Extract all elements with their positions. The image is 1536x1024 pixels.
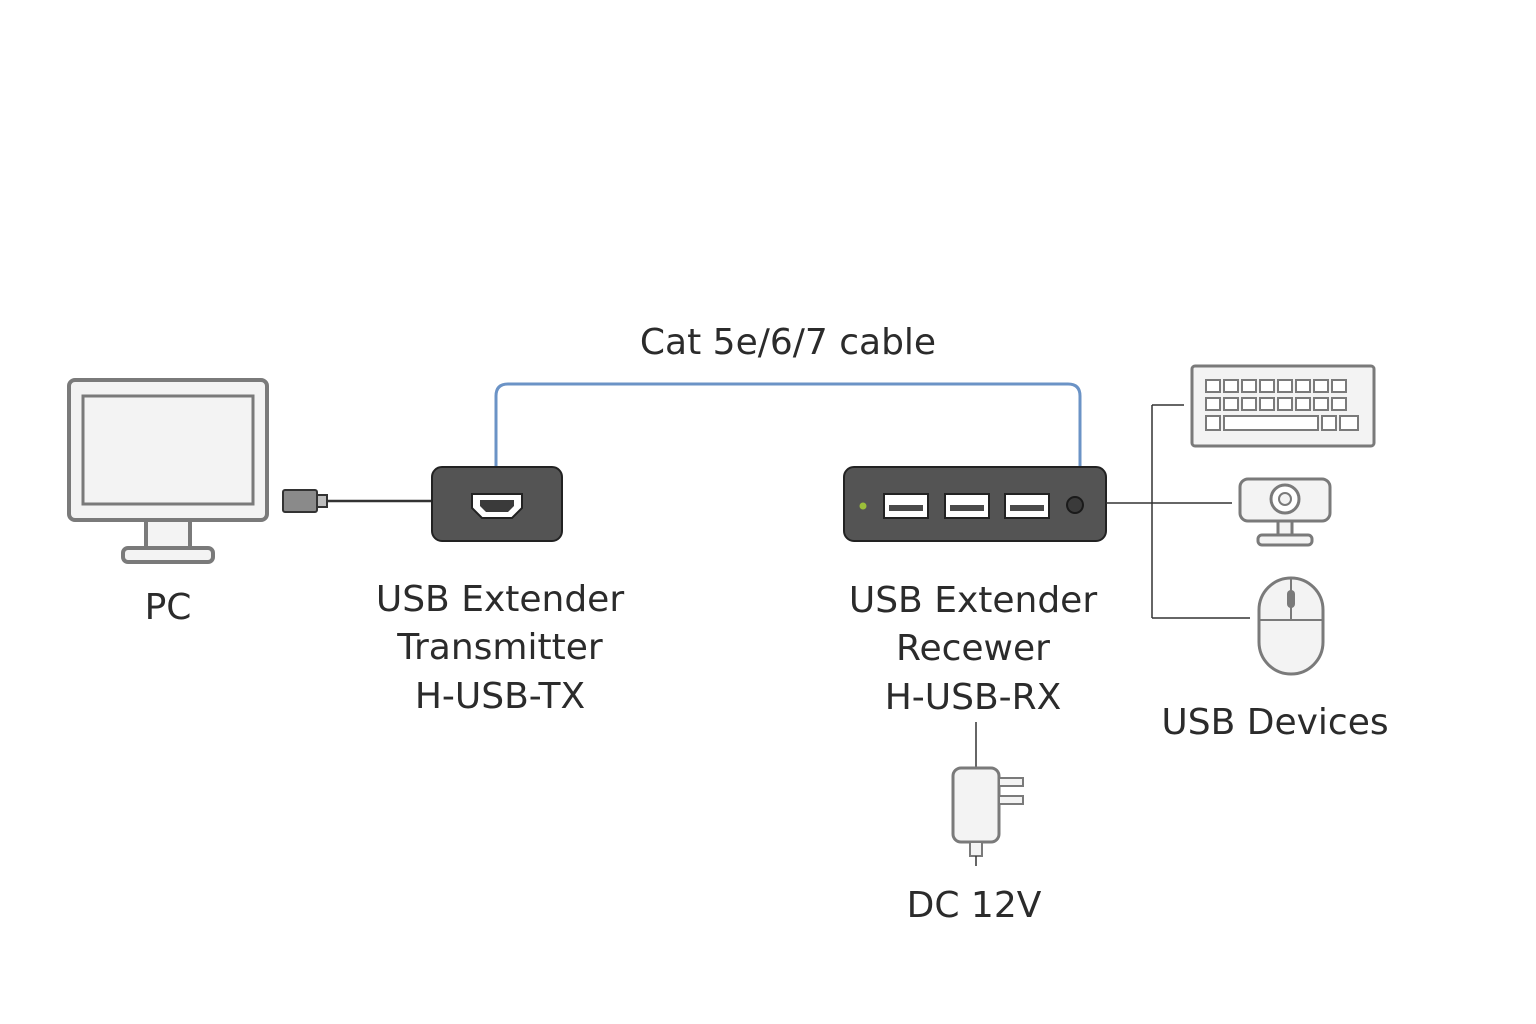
tx-label-line2: Transmitter — [396, 627, 603, 668]
mouse-icon — [1257, 576, 1325, 676]
usb-plug-icon — [282, 489, 328, 513]
usb-port-icon — [883, 493, 929, 519]
usb-port-icon — [1004, 493, 1050, 519]
cable-label: Cat 5e/6/7 cable — [640, 322, 936, 363]
rx-device — [843, 466, 1107, 542]
rx-label-line2: Recewer — [896, 628, 1050, 669]
tx-label-line1: USB Extender — [376, 579, 624, 620]
monitor-icon — [67, 378, 269, 564]
keyboard-icon — [1190, 364, 1376, 448]
tx-label-line3: H-USB-TX — [415, 676, 585, 717]
power-label: DC 12V — [907, 885, 1042, 926]
hdmi-port-icon — [471, 493, 523, 519]
pc-label: PC — [145, 587, 192, 628]
webcam-icon — [1238, 477, 1332, 547]
rx-label-line3: H-USB-RX — [885, 677, 1062, 718]
power-jack — [1066, 496, 1084, 514]
usb-port-icon — [944, 493, 990, 519]
usb-devices-label: USB Devices — [1161, 702, 1388, 743]
status-led — [859, 502, 867, 510]
cat-cable — [494, 382, 1082, 468]
rx-label-line1: USB Extender — [849, 580, 1097, 621]
power-adapter-icon — [951, 766, 1024, 857]
tx-device — [431, 466, 563, 542]
device-wires — [1106, 404, 1250, 619]
